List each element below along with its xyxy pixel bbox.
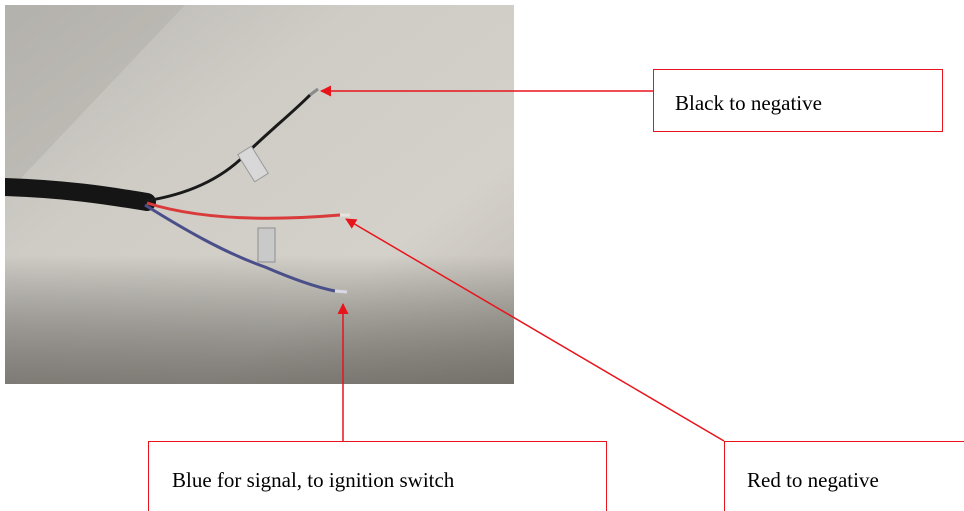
photo-bottom-shade bbox=[5, 255, 514, 384]
callout-black-wire: Black to negative bbox=[653, 69, 943, 132]
black-wire-tag bbox=[237, 145, 269, 183]
blue-wire-tip bbox=[334, 289, 348, 294]
wiring-photo bbox=[5, 5, 514, 384]
black-wire-tip bbox=[309, 87, 319, 97]
callout-red-wire: Red to negative bbox=[724, 441, 964, 511]
red-wire bbox=[146, 201, 341, 220]
callout-black-text: Black to negative bbox=[675, 91, 822, 115]
wall-shadow bbox=[5, 5, 185, 195]
blue-wire-tag bbox=[257, 227, 276, 263]
callout-blue-wire: Blue for signal, to ignition switch bbox=[148, 441, 607, 511]
blue-wire bbox=[144, 203, 336, 293]
callout-red-text: Red to negative bbox=[747, 468, 879, 492]
callout-blue-text: Blue for signal, to ignition switch bbox=[172, 468, 455, 492]
cable-sheath bbox=[5, 178, 156, 211]
